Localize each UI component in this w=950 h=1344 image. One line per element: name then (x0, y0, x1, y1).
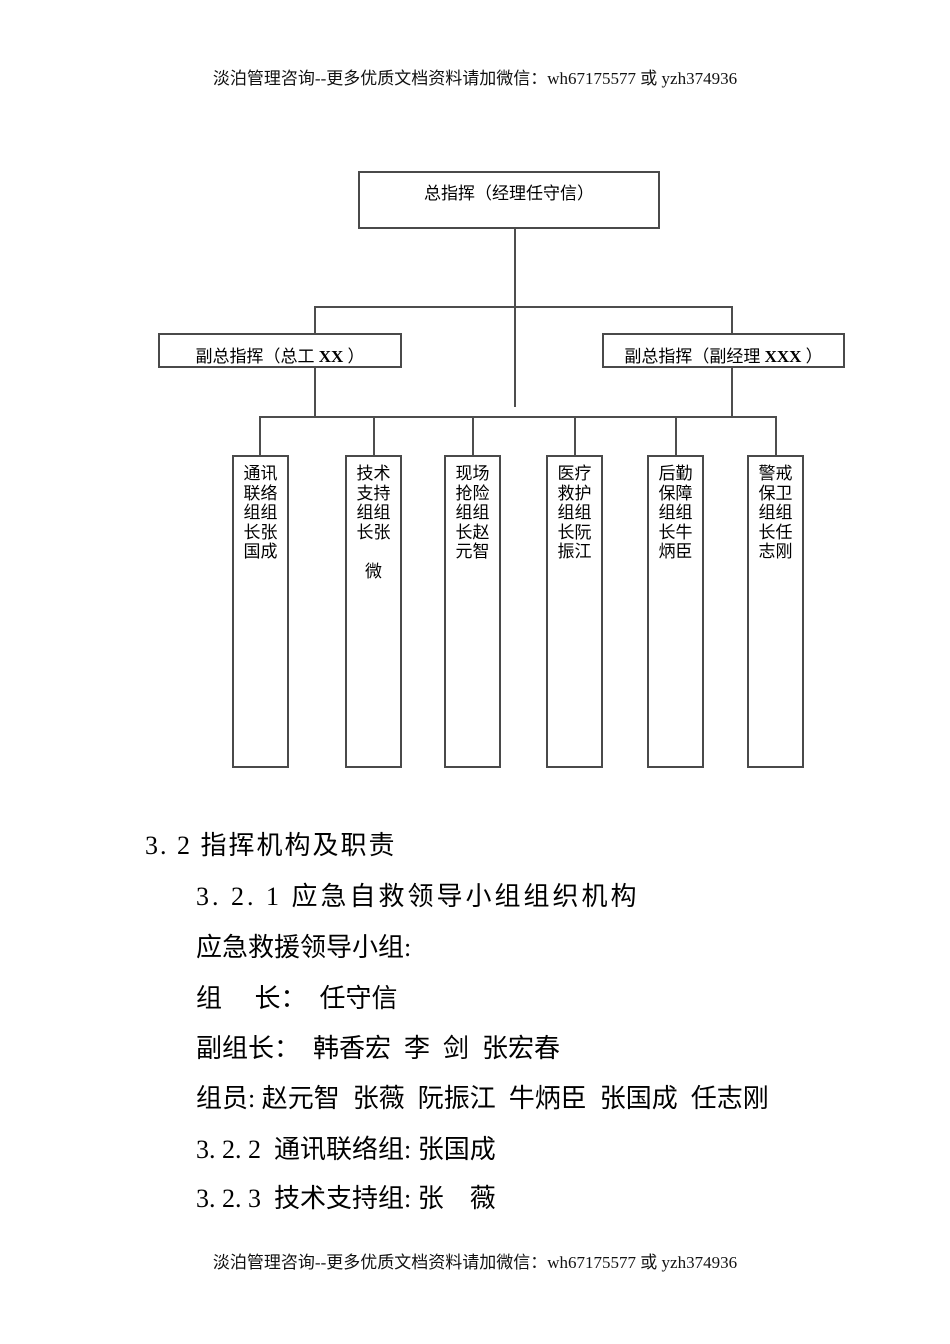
body-line-323-tech-group: 3. 2. 3 技术支持组: 张 薇 (196, 1184, 496, 1213)
deputy-right-label-suffix: ） (801, 347, 823, 366)
connector-group-4-drop (574, 416, 576, 455)
section-subheading: 3. 2. 1 应急自救领导小组组织机构 (196, 882, 640, 911)
group-box-medical-aid: 医疗 救护 组组 长阮 振江 (546, 455, 603, 768)
deputy-left-label-prefix: 副总指挥（总工 (195, 347, 319, 366)
group-box-logistics: 后勤 保障 组组 长牛 炳臣 (647, 455, 704, 768)
group-box-technical-support: 技术 支持 组组 长张 微 (345, 455, 402, 768)
group-box-security-guard: 警戒 保卫 组组 长任 志刚 (747, 455, 804, 768)
connector-group-5-drop (675, 416, 677, 455)
connector-groups-branch (259, 416, 777, 418)
body-line-members: 组员: 赵元智 张薇 阮振江 牛炳臣 张国成 任志刚 (196, 1084, 769, 1113)
body-line-deputy-leaders: 副组长： 韩香宏 李 剑 张宏春 (196, 1034, 561, 1063)
body-line-322-comm-group: 3. 2. 2 通讯联络组: 张国成 (196, 1135, 496, 1164)
body-line-leading-group: 应急救援领导小组: (196, 933, 412, 962)
connector-group-6-drop (775, 416, 777, 455)
page-footer-text: 淡泊管理咨询--更多优质文档资料请加微信：wh67175577 或 yzh374… (212, 1253, 738, 1272)
deputy-left-box: 副总指挥（总工 XX ） (158, 333, 402, 368)
deputy-left-label-bold: XX (318, 347, 344, 366)
group-box-site-rescue: 现场 抢险 组组 长赵 元智 (444, 455, 501, 768)
connector-deputy-branch (314, 306, 733, 308)
page-header-text: 淡泊管理咨询--更多优质文档资料请加微信：wh67175577 或 yzh374… (212, 69, 738, 88)
deputy-right-box: 副总指挥（副经理 XXX ） (602, 333, 845, 368)
connector-group-2-drop (373, 416, 375, 455)
deputy-right-label-bold: XXX (764, 347, 802, 366)
connector-group-3-drop (472, 416, 474, 455)
body-line-leader: 组 长： 任守信 (196, 984, 398, 1013)
section-heading: 3. 2 指挥机构及职责 (145, 831, 397, 860)
commander-box: 总指挥（经理任守信） (358, 171, 660, 229)
connector-group-1-drop (259, 416, 261, 455)
deputy-left-label-suffix: ） (343, 347, 365, 366)
connector-commander-stem (514, 229, 516, 407)
deputy-right-label-prefix: 副总指挥（副经理 (624, 347, 765, 366)
group-box-communication: 通讯 联络 组组 长张 国成 (232, 455, 289, 768)
